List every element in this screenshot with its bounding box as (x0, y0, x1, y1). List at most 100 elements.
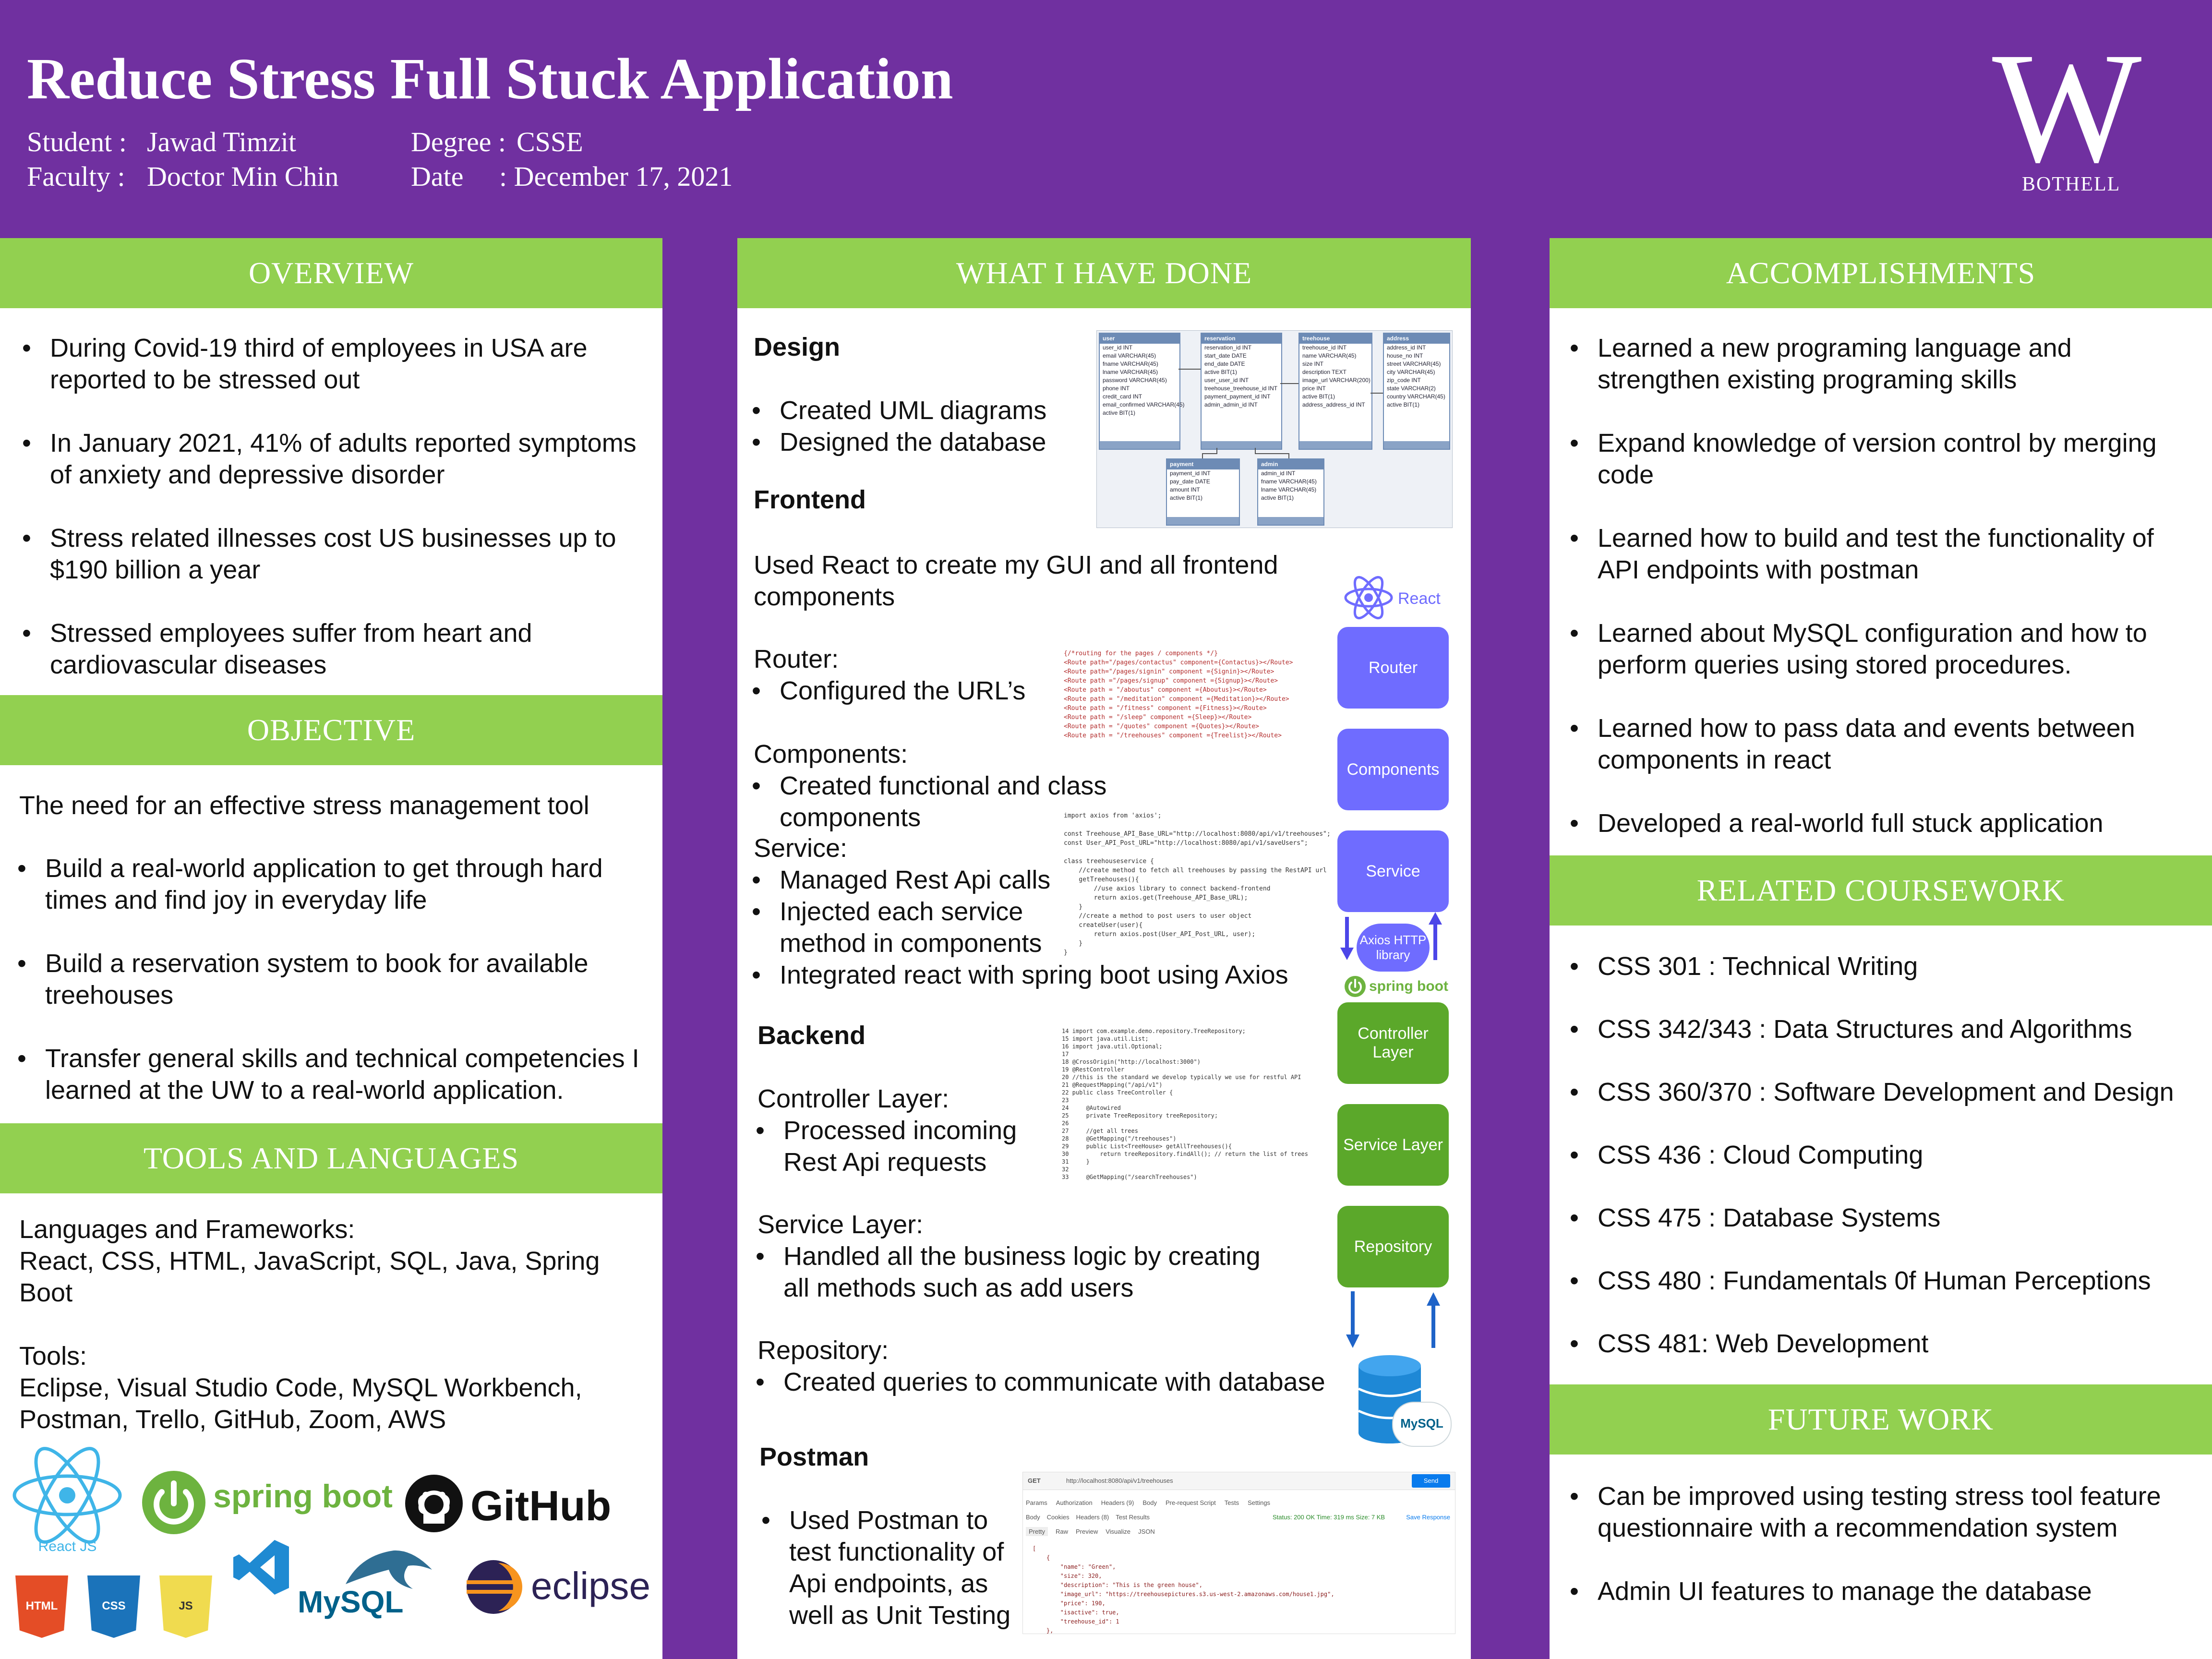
design-list: Created UML diagrams Designed the databa… (749, 395, 1104, 458)
postman-heading: Postman (759, 1443, 869, 1471)
router-code-snippet: {/*routing for the pages / components */… (1064, 649, 1333, 745)
overview-item: In January 2021, 41% of adults reported … (19, 427, 643, 491)
overview-heading: OVERVIEW (0, 238, 662, 308)
date-value: : December 17, 2021 (499, 161, 733, 192)
objective-item: Build a real-world application to get th… (14, 853, 648, 916)
objective-item: Transfer general skills and technical co… (14, 1043, 648, 1106)
accomplishments-list: Learned a new programing language and st… (1567, 332, 2191, 871)
controller-layer-box: Controller Layer (1337, 1002, 1449, 1084)
react-badge: React (1342, 571, 1455, 624)
coursework-item: CSS 360/370 : Software Development and D… (1567, 1076, 2200, 1108)
objective-heading: OBJECTIVE (0, 695, 662, 765)
coursework-list: CSS 301 : Technical Writing CSS 342/343 … (1567, 950, 2200, 1359)
languages-value: React, CSS, HTML, JavaScript, SQL, Java,… (19, 1247, 600, 1307)
accomplishment-item: Expand knowledge of version control by m… (1567, 427, 2191, 491)
react-badge-label: React (1398, 589, 1441, 608)
coursework-item: CSS 301 : Technical Writing (1567, 950, 2200, 982)
future-work-heading: FUTURE WORK (1550, 1384, 2212, 1455)
tools-value: Eclipse, Visual Studio Code, MySQL Workb… (19, 1373, 582, 1434)
poster-header: Reduce Stress Full Stuck Application Stu… (0, 0, 2212, 237)
postman-request-bar: GET http://localhost:8080/api/v1/treehou… (1023, 1472, 1455, 1490)
overview-list: During Covid-19 third of employees in US… (19, 332, 643, 712)
done-heading: WHAT I HAVE DONE (737, 238, 1471, 308)
future-work-item: Admin UI features to manage the database (1567, 1575, 2191, 1607)
postman-item: Used Postman to test functionality of Ap… (758, 1504, 1027, 1631)
frontend-text: Used React to create my GUI and all fron… (754, 551, 1278, 611)
coursework-item: CSS 342/343 : Data Structures and Algori… (1567, 1013, 2200, 1045)
service-item: Integrated react with spring boot using … (749, 959, 1325, 991)
frontend-heading: Frontend (754, 485, 866, 514)
service-code-snippet: import axios from 'axios'; const Treehou… (1064, 811, 1333, 956)
components-item: Created functional and class components (749, 770, 1229, 833)
react-atom-icon (12, 1447, 122, 1544)
power-icon (142, 1471, 205, 1534)
github-octocat-icon (405, 1475, 463, 1532)
poster-title: Reduce Stress Full Stuck Application (27, 47, 953, 111)
tools-heading: TOOLS AND LANGUAGES (0, 1123, 662, 1193)
send-button: Send (1412, 1474, 1450, 1488)
components-list: Created functional and class components (749, 770, 1229, 833)
uw-logo-bothell: BOTHELL (2022, 173, 2121, 195)
router-box: Router (1337, 627, 1449, 709)
controller-label: Controller Layer: (757, 1084, 950, 1113)
react-logo-label: React JS (38, 1539, 97, 1554)
router-item: Configured the URL’s (749, 675, 1075, 707)
servicelayer-label: Service Layer: (757, 1210, 924, 1239)
postman-list: Used Postman to test functionality of Ap… (758, 1504, 1027, 1631)
repository-box: Repository (1337, 1206, 1449, 1287)
web-langs-logos: HTML CSS JS (11, 1566, 222, 1643)
eclipse-icon (467, 1560, 522, 1614)
vscode-icon (233, 1540, 289, 1595)
student-label: Student : (27, 126, 127, 157)
axios-arrows (1340, 912, 1442, 960)
servicelayer-list: Handled all the business logic by creati… (753, 1240, 1281, 1304)
repository-db-arrows (1346, 1291, 1440, 1348)
student-name: Jawad Timzit (147, 126, 296, 157)
html5-icon: HTML (15, 1575, 68, 1638)
accomplishment-item: Learned how to build and test the functi… (1567, 522, 2191, 586)
degree-label: Degree : (411, 126, 506, 157)
eclipse-label: eclipse (531, 1564, 651, 1607)
spring-boot-badge-label: spring boot (1369, 978, 1448, 994)
github-logo: GitHub (404, 1474, 615, 1536)
github-label: GitHub (470, 1482, 612, 1529)
postman-screenshot: GET http://localhost:8080/api/v1/treehou… (1022, 1472, 1455, 1634)
mysql-label: MySQL (298, 1585, 404, 1619)
accomplishment-item: Learned a new programing language and st… (1567, 332, 2191, 396)
faculty-name: Doctor Min Chin (147, 161, 339, 192)
overview-item: Stress related illnesses cost US busines… (19, 522, 643, 586)
tools-text: Languages and Frameworks: React, CSS, HT… (19, 1214, 648, 1435)
power-icon (1345, 976, 1366, 997)
service-box: Service (1337, 830, 1449, 912)
spring-boot-logo: spring boot (140, 1464, 399, 1541)
controller-code-snippet: 14 import com.example.demo.repository.Tr… (1062, 1027, 1311, 1180)
uw-logo-letter: W (1992, 20, 2142, 195)
overview-item: During Covid-19 third of employees in US… (19, 332, 643, 396)
eclipse-logo: eclipse (465, 1553, 657, 1621)
service-layer-box: Service Layer (1337, 1104, 1449, 1186)
router-label: Router: (754, 645, 839, 673)
mysql-logo: MySQL (298, 1541, 451, 1619)
mysql-dolphin-icon (346, 1550, 432, 1589)
javascript-icon: JS (159, 1575, 212, 1638)
objective-item: Build a reservation system to book for a… (14, 948, 648, 1011)
repository-item: Created queries to communicate with data… (753, 1366, 1348, 1398)
mysql-database: MySQL (1339, 1349, 1455, 1450)
axios-badge: Axios HTTP library (1357, 924, 1430, 972)
http-method: GET (1028, 1477, 1041, 1484)
coursework-item: CSS 481: Web Development (1567, 1328, 2200, 1359)
backend-heading: Backend (757, 1021, 866, 1050)
future-work-item: Can be improved using testing stress too… (1567, 1480, 2191, 1544)
languages-label: Languages and Frameworks: (19, 1215, 355, 1244)
uml-connectors (1178, 369, 1383, 458)
components-label: Components: (754, 740, 908, 769)
response-status: Status: 200 OK Time: 319 ms Size: 7 KB (1273, 1514, 1385, 1521)
